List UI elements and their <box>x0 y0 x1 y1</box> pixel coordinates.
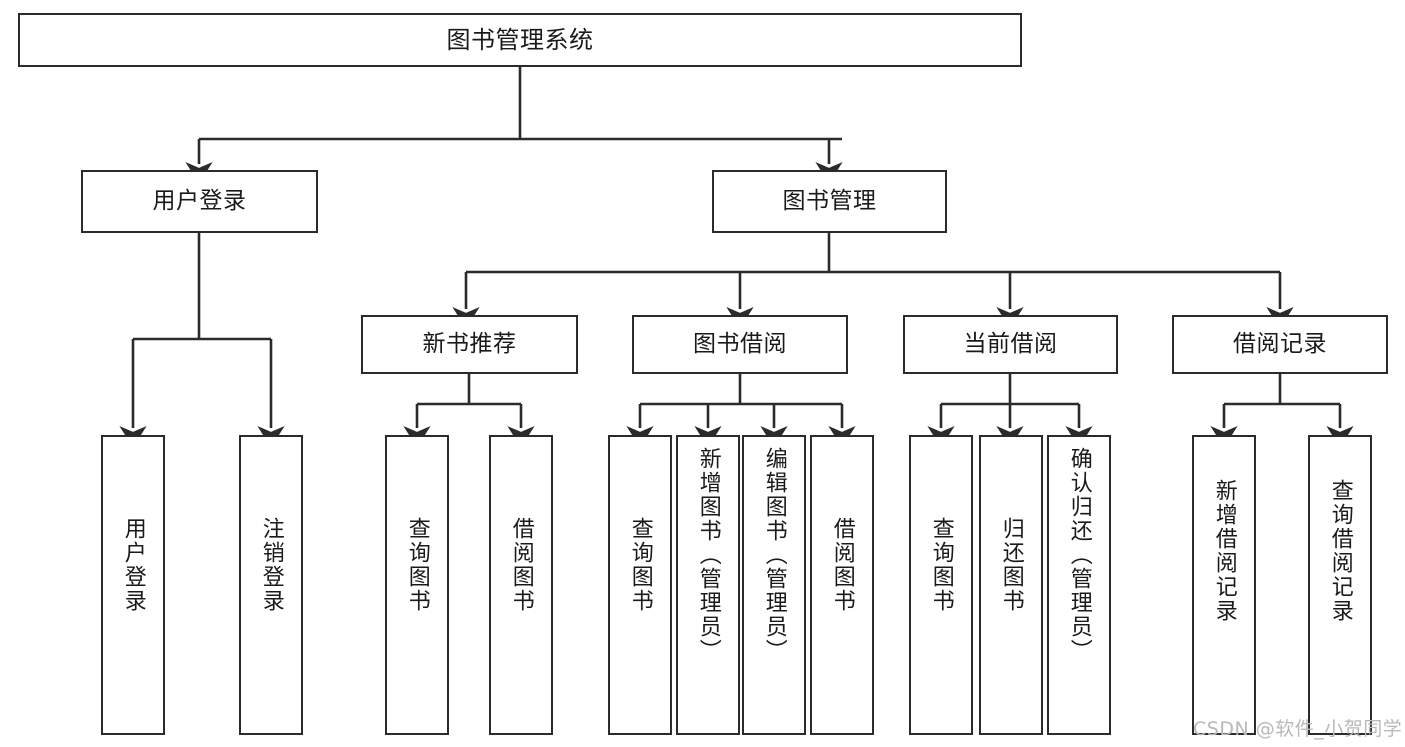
leaf-book-borrow-edit-admin[interactable]: 编辑图书（管理员） <box>742 435 806 735</box>
node-current-borrow[interactable]: 当前借阅 <box>903 315 1118 374</box>
leaf-new-book-borrow[interactable]: 借阅图书 <box>489 435 553 735</box>
leaf-book-borrow-query[interactable]: 查询图书 <box>608 435 672 735</box>
leaf-borrow-record-add[interactable]: 新增借阅记录 <box>1192 435 1256 735</box>
node-borrow-record[interactable]: 借阅记录 <box>1172 315 1388 374</box>
node-label: 查询图书 <box>627 517 653 613</box>
node-label: 查询图书 <box>404 517 430 613</box>
leaf-book-borrow-add-admin[interactable]: 新增图书（管理员） <box>676 435 740 735</box>
node-label: 用户登录 <box>152 187 247 214</box>
leaf-new-book-query[interactable]: 查询图书 <box>385 435 449 735</box>
node-book-management[interactable]: 图书管理 <box>712 170 947 233</box>
node-label: 借阅图书 <box>508 517 534 613</box>
leaf-current-borrow-confirm-admin[interactable]: 确认归还（管理员） <box>1047 435 1111 735</box>
node-label: 新增借阅记录 <box>1211 479 1237 623</box>
node-new-book-recommend[interactable]: 新书推荐 <box>361 315 578 374</box>
node-label: 查询借阅记录 <box>1327 479 1353 623</box>
leaf-book-borrow-borrow[interactable]: 借阅图书 <box>810 435 874 735</box>
node-label: 图书管理系统 <box>446 25 594 54</box>
leaf-user-login-login[interactable]: 用户登录 <box>101 435 165 735</box>
node-label: 新增图书（管理员） <box>695 447 721 663</box>
node-label: 借阅记录 <box>1233 330 1327 357</box>
leaf-current-borrow-query[interactable]: 查询图书 <box>909 435 973 735</box>
node-label: 编辑图书（管理员） <box>761 447 787 663</box>
node-label: 确认归还（管理员） <box>1066 447 1092 663</box>
node-label: 图书借阅 <box>693 330 787 357</box>
node-label: 图书管理 <box>782 187 877 214</box>
node-user-login[interactable]: 用户登录 <box>81 170 318 233</box>
leaf-user-login-logout[interactable]: 注销登录 <box>239 435 303 735</box>
node-label: 注销登录 <box>258 517 284 613</box>
node-label: 借阅图书 <box>829 517 855 613</box>
csdn-watermark: CSDN @软件_小贺同学 <box>1193 718 1403 740</box>
node-label: 当前借阅 <box>963 330 1058 357</box>
node-label: 归还图书 <box>998 517 1024 613</box>
node-book-borrow[interactable]: 图书借阅 <box>632 315 848 374</box>
leaf-current-borrow-return[interactable]: 归还图书 <box>979 435 1043 735</box>
node-label: 查询图书 <box>928 517 954 613</box>
leaf-borrow-record-query[interactable]: 查询借阅记录 <box>1308 435 1372 735</box>
node-label: 新书推荐 <box>422 330 517 357</box>
node-root-system[interactable]: 图书管理系统 <box>18 13 1022 67</box>
node-label: 用户登录 <box>120 517 146 613</box>
